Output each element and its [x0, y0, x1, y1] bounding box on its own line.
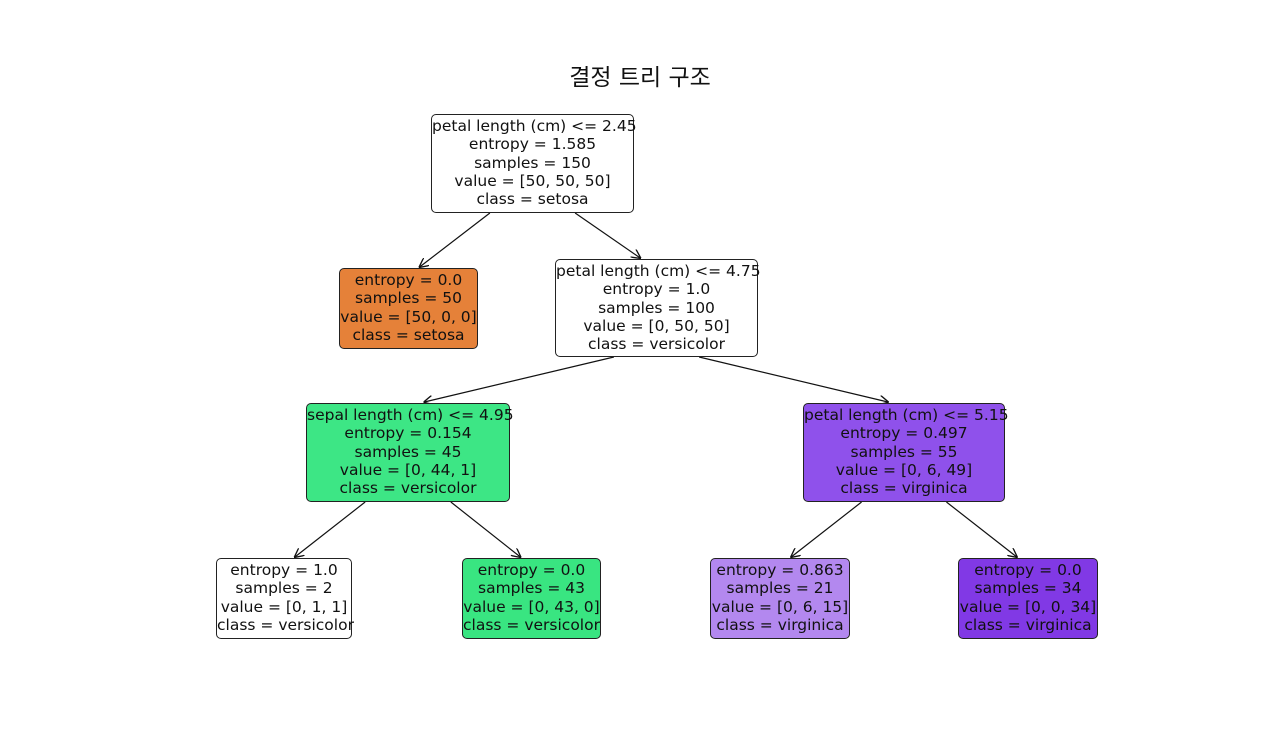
- node-text-line: samples = 34: [974, 579, 1082, 598]
- node-text-line: entropy = 0.497: [840, 424, 968, 443]
- node-text-line: value = [0, 44, 1]: [339, 460, 477, 479]
- node-text-line: value = [50, 50, 50]: [454, 171, 611, 190]
- node-text-line: class = virginica: [716, 615, 844, 634]
- node-text-line: class = versicolor: [339, 479, 477, 498]
- node-text-line: value = [0, 6, 15]: [711, 597, 849, 616]
- node-text-line: petal length (cm) <= 5.15: [804, 406, 1009, 424]
- node-text-line: value = [0, 43, 0]: [463, 597, 600, 616]
- node-text-line: class = virginica: [964, 615, 1092, 634]
- node-text-line: entropy = 0.154: [344, 424, 472, 443]
- node-text-line: samples = 45: [354, 442, 462, 461]
- node-text-line: petal length (cm) <= 4.75: [556, 262, 761, 280]
- edge-rl-rll: [295, 501, 366, 557]
- edge-root-right: [574, 212, 640, 258]
- diagram-title: 결정 트리 구조: [569, 65, 711, 91]
- node-text-line: samples = 100: [598, 298, 715, 317]
- node-text-line: samples = 21: [726, 579, 834, 598]
- node-text-line: entropy = 0.0: [974, 561, 1082, 579]
- node-text-line: class = setosa: [476, 190, 589, 209]
- node-text-line: samples = 43: [478, 579, 585, 598]
- node-text-line: entropy = 0.863: [716, 561, 844, 579]
- node-text-line: class = setosa: [352, 325, 465, 344]
- edge-rl-rlr: [450, 501, 521, 557]
- edge-right-rr: [698, 356, 888, 402]
- node-text-line: value = [0, 50, 50]: [583, 316, 730, 335]
- edge-right-rl: [424, 356, 615, 402]
- node-text-line: entropy = 1.585: [468, 135, 597, 154]
- node-text-line: sepal length (cm) <= 4.95: [307, 406, 514, 424]
- node-text-line: samples = 55: [850, 442, 958, 461]
- node-text-line: entropy = 1.0: [230, 561, 338, 579]
- node-text-line: value = [0, 6, 49]: [835, 460, 973, 479]
- node-text-line: value = [0, 1, 1]: [220, 597, 348, 616]
- node-text-line: samples = 2: [235, 579, 333, 598]
- node-text-line: class = virginica: [840, 479, 968, 498]
- node-text-line: entropy = 0.0: [477, 561, 586, 579]
- node-text-line: value = [0, 0, 34]: [959, 597, 1097, 616]
- node-text-line: class = versicolor: [463, 615, 600, 634]
- edge-root-left: [420, 212, 491, 267]
- node-text-line: class = versicolor: [217, 615, 354, 634]
- node-text-line: value = [50, 0, 0]: [340, 307, 477, 326]
- node-text-line: samples = 50: [355, 289, 462, 308]
- edge-rr-rrl: [791, 501, 862, 557]
- node-text-line: petal length (cm) <= 2.45: [432, 117, 637, 135]
- edge-rr-rrr: [946, 501, 1016, 557]
- node-text-line: samples = 150: [474, 153, 591, 172]
- node-text-line: entropy = 1.0: [602, 280, 711, 299]
- node-text-line: entropy = 0.0: [354, 271, 463, 289]
- node-text-line: class = versicolor: [588, 335, 725, 354]
